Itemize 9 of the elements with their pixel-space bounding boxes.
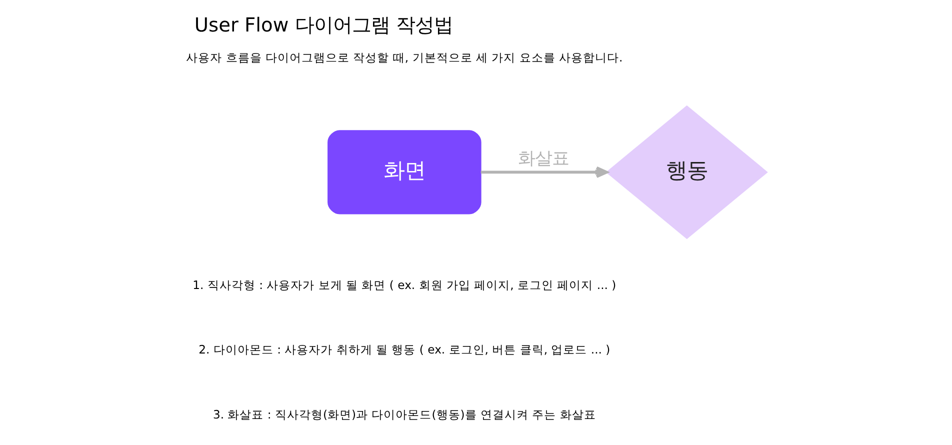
edge-label: 화살표	[518, 148, 570, 169]
label: 1. 직사각형 : 사용자가 보게 될 화면 ( ex. 회원 가입 페이지, 로그인 페이지 ... )	[192, 278, 616, 292]
label: 사용자 흐름을 다이어그램으로 작성할 때, 기본적으로 세 가지 요소를 사용합니다.	[186, 50, 623, 65]
diagram-title: User Flow 다이어그램 작성법	[194, 13, 453, 36]
node-box: 화면	[328, 130, 482, 214]
node-diamond: 행동	[606, 105, 768, 240]
label: 2. 다이아몬드 : 사용자가 취하게 될 행동 ( ex. 로그인, 버튼 클릭, 업로드 ... )	[198, 342, 610, 357]
label: 3. 화살표 : 직사각형(화면)과 다이아몬드(행동)를 연결시켜 주는 화살표	[212, 407, 596, 422]
arrow	[480, 166, 608, 178]
